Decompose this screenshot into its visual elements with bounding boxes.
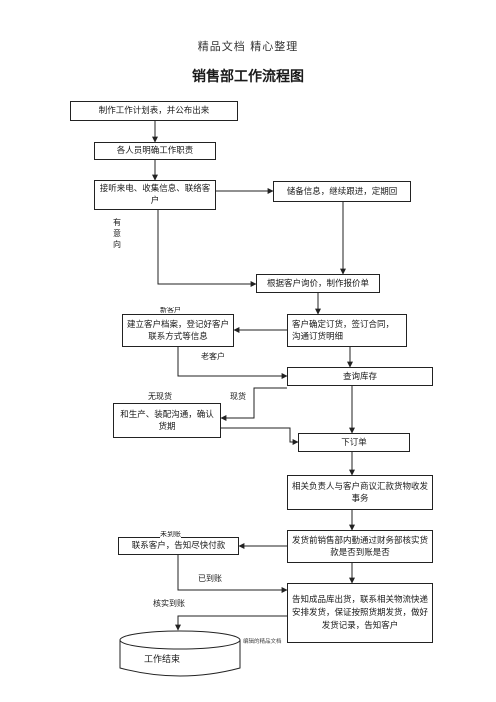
label-no-stock: 无现货 [148, 392, 172, 401]
arrow-production-to-place-order [221, 427, 299, 445]
arrow-stock-to-production [220, 387, 287, 421]
node-make-plan: 制作工作计划表，并公布出来 [70, 101, 238, 121]
label-received: 已到账 [198, 574, 222, 583]
arrow-archive-to-stock [177, 347, 288, 379]
node-store-info: 储备信息，继续跟进，定期回 [273, 181, 411, 202]
arrow-notify-to-ship [177, 555, 288, 593]
label-old-customer: 老客户 [201, 352, 225, 361]
node-check-stock: 查询库存 [287, 367, 433, 386]
node-negotiate-payment: 相关负责人与客户商议汇款货物收发事务 [287, 475, 433, 510]
arrow-intent-to-quote [157, 210, 257, 287]
label-new-customer: 新客户 [160, 307, 181, 314]
node-clarify-duties: 各人员明确工作职责 [94, 142, 216, 160]
page-title: 销售部工作流程图 [192, 69, 304, 85]
node-verify-payment: 发货前销售部内勤通过财务部核实货款是否到账是否 [287, 530, 433, 563]
node-make-quote: 根据客户询价，制作报价单 [256, 274, 380, 293]
label-intent-text: 有意向 [113, 218, 141, 249]
node-notify-customer: 联系客户，告知尽快付款 [118, 537, 239, 555]
node-production-contact: 和生产、装配沟通，确认货期 [113, 403, 221, 438]
node-customer-archive: 建立客户档案，登记好客户联系方式等信息 [122, 314, 234, 347]
node-confirm-order: 客户确定订货，签订合同，沟通订货明细 [287, 314, 407, 347]
label-intent: 有意向 [113, 217, 123, 262]
arrow-ship-to-end [175, 615, 287, 631]
label-not-received: 未到账 [160, 531, 181, 538]
label-in-stock: 现货 [230, 392, 246, 401]
document-header: 精品文档 精心整理 [197, 40, 299, 53]
label-verify-received: 核实到账 [153, 599, 185, 608]
node-work-end: 工作结束 [144, 655, 181, 665]
document-footer: 编辑的精品文档 [243, 639, 282, 645]
node-place-order: 下订单 [298, 433, 410, 452]
end-terminator-shape [119, 630, 241, 677]
node-receive-calls: 接听来电、收集信息、联络客户 [94, 180, 216, 210]
node-ship-goods: 告知成品库出货，联系相关物流快递安排发货，保证按照货期发货，做好发货记录，告知客… [287, 583, 433, 643]
